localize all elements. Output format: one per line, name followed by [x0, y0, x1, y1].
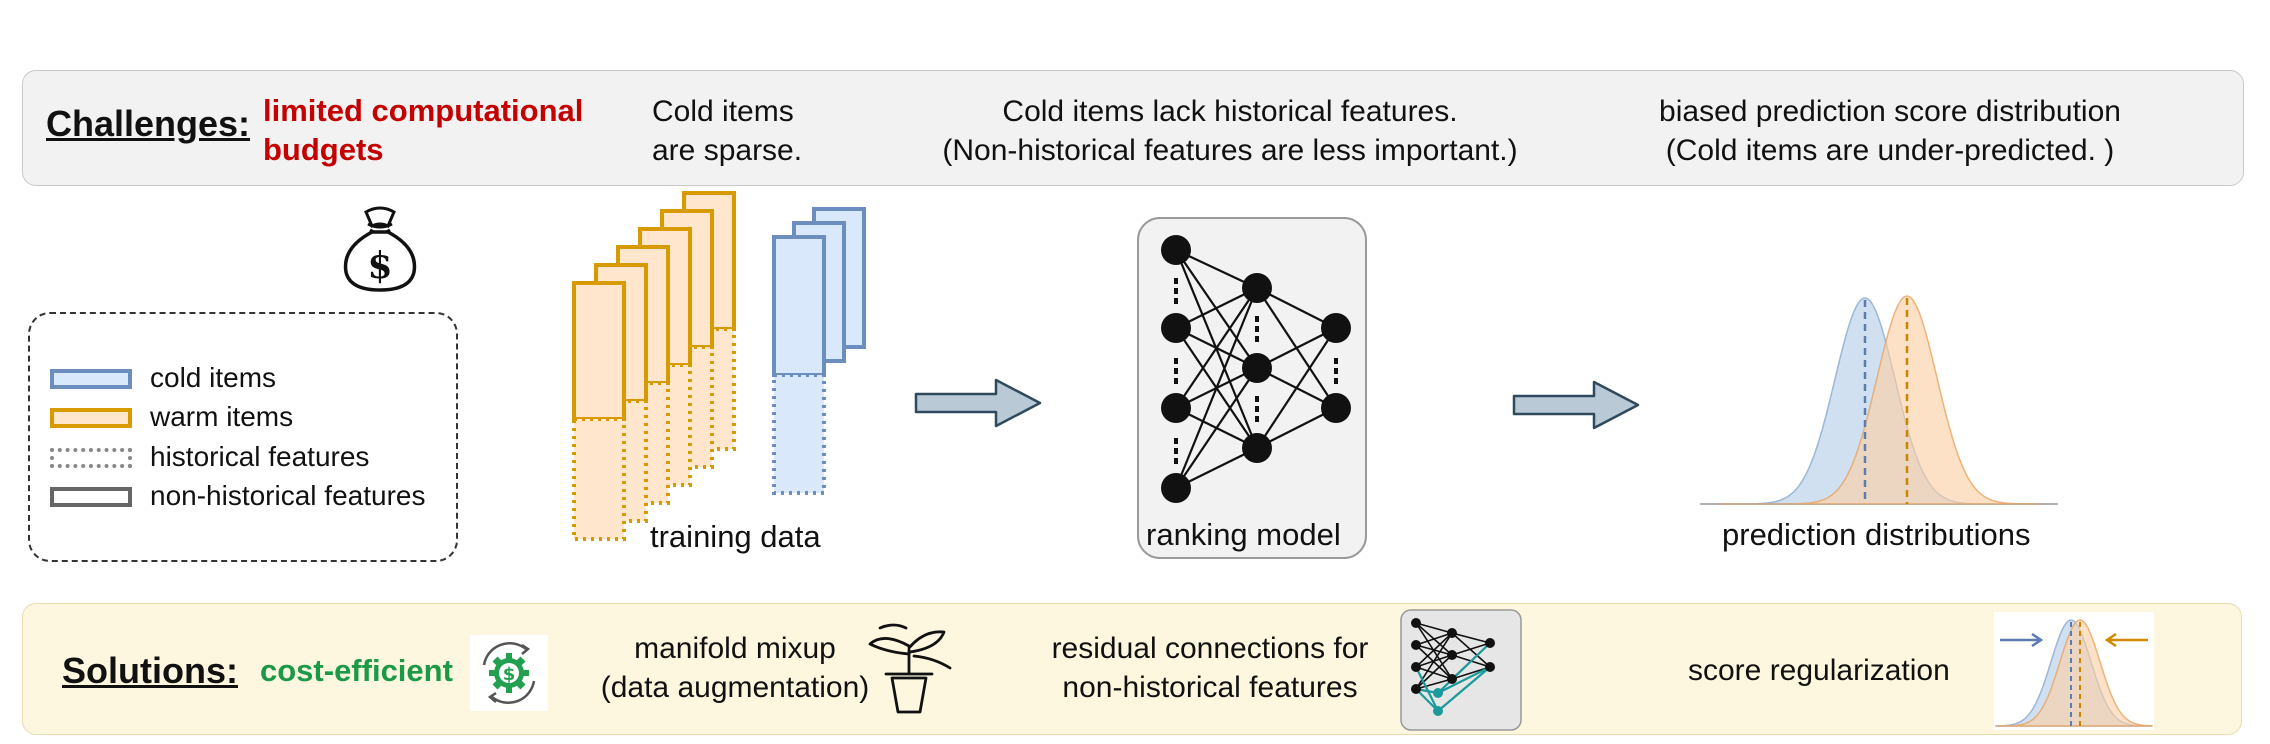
- legend-box: [28, 312, 458, 562]
- legend-swatch-historical: [50, 448, 132, 468]
- svg-text:$: $: [503, 664, 516, 685]
- gear-dollar-icon: $: [470, 635, 548, 711]
- score-regularization-icon: [1994, 612, 2154, 730]
- mixup-line1: manifold mixup: [634, 632, 836, 665]
- training-data-label: training data: [650, 519, 821, 554]
- features-challenge-line1: Cold items lack historical features.: [1002, 95, 1458, 128]
- prediction-distributions-label: prediction distributions: [1722, 517, 2031, 552]
- warm-distribution-curve: [1720, 295, 2040, 505]
- legend-label-historical: historical features: [150, 441, 370, 472]
- bias-challenge-line1: biased prediction score distribution: [1659, 95, 2121, 128]
- warm-item-historical: [572, 417, 626, 541]
- score-regularization-label: score regularization: [1688, 654, 1950, 687]
- left-arrow-icon: [2104, 632, 2148, 648]
- sparse-challenge-line2: are sparse.: [652, 134, 803, 167]
- plant-pot-icon: [868, 623, 952, 714]
- residual-network-icon: [1400, 609, 1522, 731]
- residual-line1: residual connections for: [1051, 632, 1369, 665]
- training-data-stack: [572, 191, 866, 541]
- budget-challenge-line2: budgets: [263, 132, 384, 167]
- warm-small-curve: [1996, 619, 2153, 727]
- right-arrow-icon: [2000, 632, 2044, 648]
- flow-arrow-2: [1512, 380, 1640, 430]
- ranking-model-label: ranking model: [1146, 517, 1341, 552]
- prediction-distributions-plot: [1700, 295, 2058, 505]
- features-challenge-line2: (Non-historical features are less import…: [942, 134, 1518, 167]
- ranking-model-network: [1137, 217, 1367, 559]
- warm-item-card: [572, 281, 626, 421]
- cold-item-card: [772, 235, 826, 377]
- flow-arrow-1: [914, 378, 1042, 428]
- legend-label-cold: cold items: [150, 362, 277, 393]
- legend-swatch-non-historical: [50, 487, 132, 507]
- mixup-line2: (data augmentation): [600, 671, 870, 704]
- challenges-header: Challenges:: [46, 103, 251, 144]
- solutions-header: Solutions:: [62, 650, 238, 691]
- challenges-band: [22, 70, 2244, 186]
- cost-efficient-label: cost-efficient: [260, 653, 453, 688]
- legend-swatch-warm: [50, 408, 132, 428]
- legend-label-warm: warm items: [150, 401, 294, 432]
- sparse-challenge-line1: Cold items: [652, 95, 794, 128]
- residual-line2: non-historical features: [1062, 671, 1358, 704]
- cold-item-historical: [772, 373, 826, 495]
- money-bag-icon: $: [343, 206, 417, 292]
- svg-text:$: $: [367, 245, 392, 287]
- legend-swatch-cold: [50, 369, 132, 389]
- solutions-band: [22, 603, 2242, 735]
- legend-label-non-historical: non-historical features: [150, 480, 426, 511]
- bias-challenge-line2: (Cold items are under-predicted. ): [1665, 134, 2115, 167]
- budget-challenge-line1: limited computational: [263, 93, 584, 128]
